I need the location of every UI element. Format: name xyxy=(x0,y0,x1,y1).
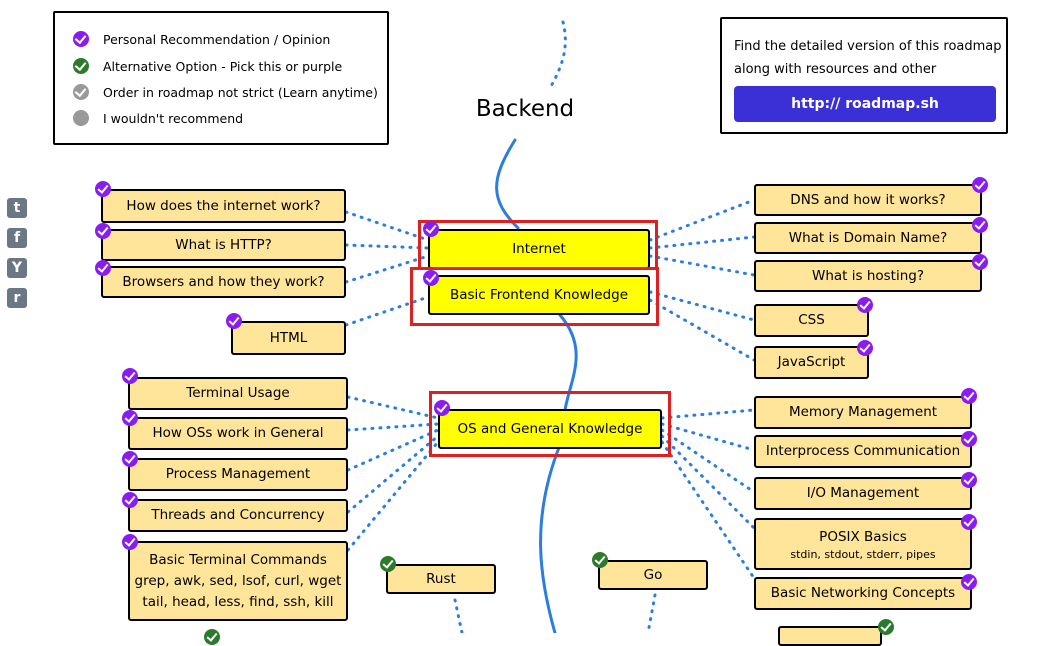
purple-check-icon xyxy=(857,340,873,356)
terminal-commands-line2: tail, head, less, find, ssh, kill xyxy=(142,593,334,610)
node-internet[interactable]: Internet xyxy=(428,229,650,269)
legend-item-anytime: Order in roadmap not strict (Learn anyti… xyxy=(73,82,378,102)
node-javascript[interactable]: JavaScript xyxy=(754,346,869,379)
node-basic-frontend[interactable]: Basic Frontend Knowledge xyxy=(428,275,650,315)
terminal-commands-line1: grep, awk, sed, lsof, curl, wget xyxy=(134,572,342,589)
purple-check-icon xyxy=(423,221,439,237)
purple-check-icon xyxy=(434,400,450,416)
purple-check-icon xyxy=(95,223,111,239)
node-how-os-work[interactable]: How OSs work in General xyxy=(128,417,348,450)
reddit-icon[interactable]: r xyxy=(7,288,27,308)
node-os-general[interactable]: OS and General Knowledge xyxy=(438,409,662,449)
legend-label: I wouldn't recommend xyxy=(103,110,244,126)
highlight-os xyxy=(429,391,671,457)
page-title: Backend xyxy=(475,96,575,122)
purple-check-icon xyxy=(95,260,111,276)
twitter-icon[interactable]: t xyxy=(7,198,27,218)
purple-check-icon xyxy=(95,181,111,197)
node-process-management[interactable]: Process Management xyxy=(128,458,348,491)
green-check-icon xyxy=(73,58,89,74)
purple-check-icon xyxy=(961,431,977,447)
node-go[interactable]: Go xyxy=(598,560,708,590)
node-terminal-usage[interactable]: Terminal Usage xyxy=(128,377,348,410)
legend-item-recommended: Personal Recommendation / Opinion xyxy=(73,29,330,49)
purple-check-icon xyxy=(961,574,977,590)
connector-lines xyxy=(344,20,756,633)
node-rust[interactable]: Rust xyxy=(386,564,496,594)
legend-item-alternative: Alternative Option - Pick this or purple xyxy=(73,56,342,76)
legend-label: Personal Recommendation / Opinion xyxy=(103,31,331,47)
purple-check-icon xyxy=(226,313,242,329)
legend-label: Order in roadmap not strict (Learn anyti… xyxy=(103,84,378,100)
green-check-icon xyxy=(204,629,220,645)
purple-check-icon xyxy=(972,177,988,193)
purple-check-icon xyxy=(122,534,138,550)
purple-check-icon xyxy=(972,217,988,233)
purple-check-icon xyxy=(961,514,977,530)
purple-check-icon xyxy=(961,388,977,404)
node-what-is-http[interactable]: What is HTTP? xyxy=(101,229,346,261)
node-terminal-commands[interactable]: Basic Terminal Commands grep, awk, sed, … xyxy=(128,541,348,621)
node-io-management[interactable]: I/O Management xyxy=(754,477,972,510)
purple-check-icon xyxy=(122,451,138,467)
highlight-frontend xyxy=(410,267,659,326)
legend: Personal Recommendation / Opinion Altern… xyxy=(53,11,389,145)
purple-check-icon xyxy=(961,472,977,488)
posix-subtitle: stdin, stdout, stderr, pipes xyxy=(790,547,936,561)
node-networking-concepts[interactable]: Basic Networking Concepts xyxy=(754,577,972,610)
terminal-commands-title: Basic Terminal Commands xyxy=(149,551,327,568)
node-posix-basics[interactable]: POSIX Basics stdin, stdout, stderr, pipe… xyxy=(754,518,972,570)
grey-check-icon xyxy=(73,84,89,100)
purple-check-icon xyxy=(972,254,988,270)
hackernews-icon[interactable]: Y xyxy=(7,258,27,278)
node-partial[interactable] xyxy=(778,626,882,646)
node-ipc[interactable]: Interprocess Communication xyxy=(754,435,972,468)
legend-item-not-recommended: I wouldn't recommend xyxy=(73,108,243,128)
posix-title: POSIX Basics xyxy=(819,528,907,545)
node-memory-management[interactable]: Memory Management xyxy=(754,396,972,429)
node-hosting[interactable]: What is hosting? xyxy=(754,260,982,292)
purple-check-icon xyxy=(122,368,138,384)
purple-check-icon xyxy=(857,297,873,313)
purple-check-icon xyxy=(122,492,138,508)
node-how-internet-works[interactable]: How does the internet work? xyxy=(101,189,346,223)
green-check-icon xyxy=(592,552,608,568)
grey-dot-icon xyxy=(73,110,89,126)
green-check-icon xyxy=(878,619,894,635)
facebook-icon[interactable]: f xyxy=(7,228,27,248)
green-check-icon xyxy=(380,556,396,572)
legend-label: Alternative Option - Pick this or purple xyxy=(103,58,343,74)
node-html[interactable]: HTML xyxy=(231,321,346,355)
promo-box: Find the detailed version of this roadma… xyxy=(720,17,1008,134)
node-browsers[interactable]: Browsers and how they work? xyxy=(101,266,346,298)
node-domain-name[interactable]: What is Domain Name? xyxy=(754,222,982,254)
node-css[interactable]: CSS xyxy=(754,304,869,337)
node-threads-concurrency[interactable]: Threads and Concurrency xyxy=(128,499,348,532)
purple-check-icon xyxy=(73,31,89,47)
node-dns[interactable]: DNS and how it works? xyxy=(754,184,982,216)
purple-check-icon xyxy=(122,410,138,426)
purple-check-icon xyxy=(423,270,439,286)
roadmap-link-button[interactable]: http:// roadmap.sh xyxy=(734,86,996,122)
